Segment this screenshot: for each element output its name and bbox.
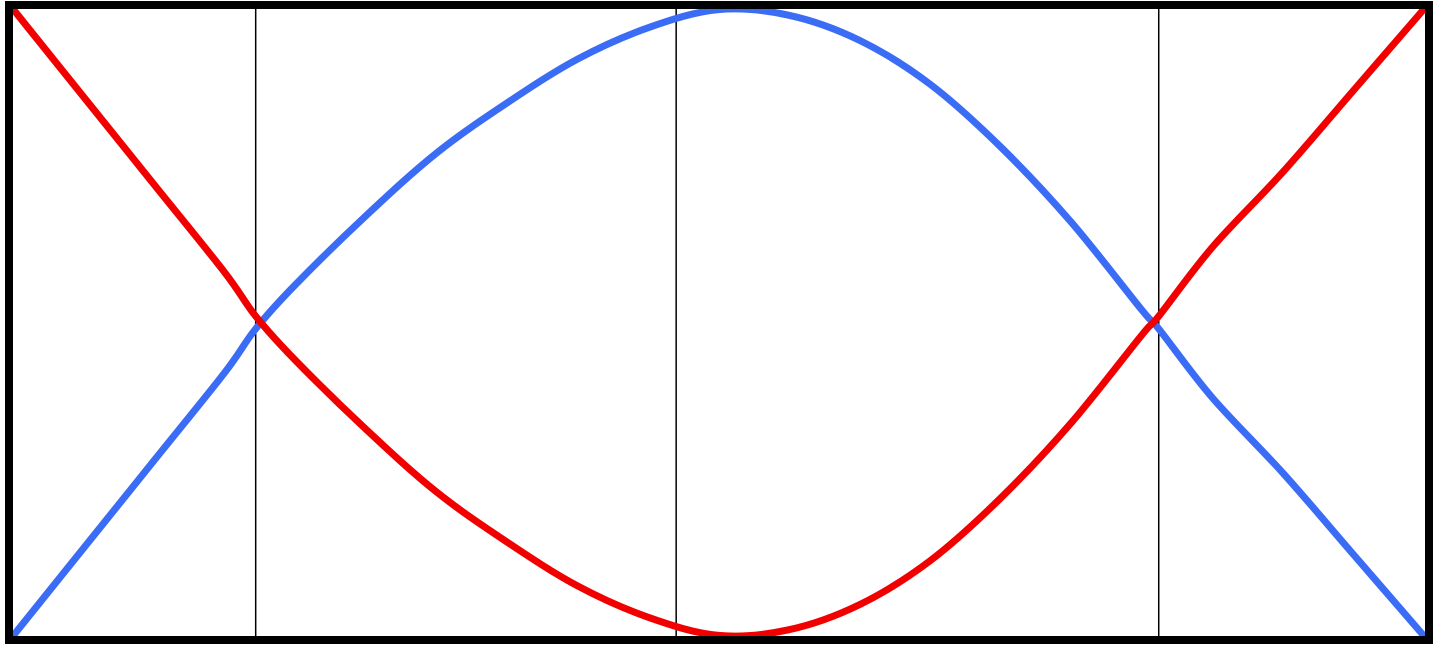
series-line-1 <box>9 5 1428 640</box>
series-line-2 <box>9 5 1428 640</box>
plot-frame <box>5 1 1433 644</box>
vertical-lines <box>254 9 1160 636</box>
series-layer <box>9 5 1428 640</box>
